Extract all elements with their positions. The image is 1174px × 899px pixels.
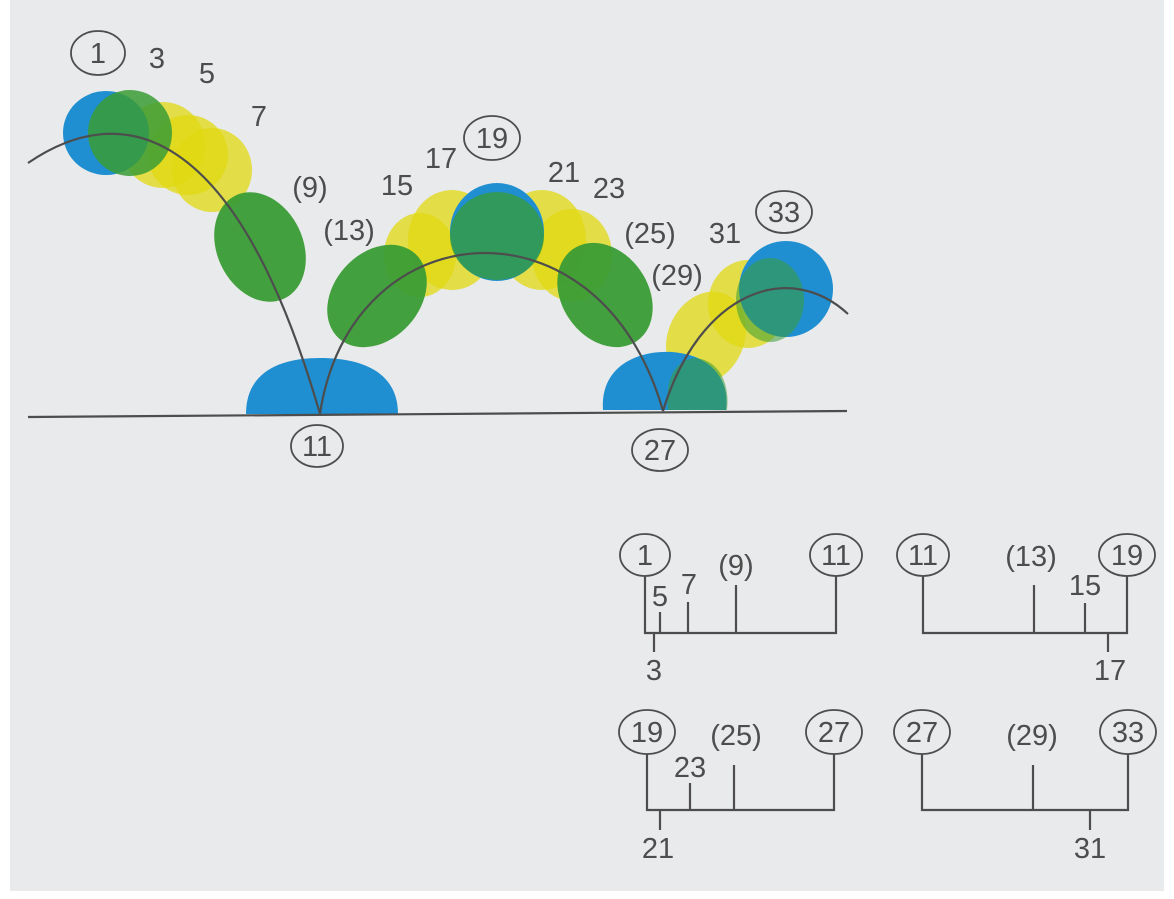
chart-3-left-label: 19 xyxy=(631,717,663,749)
chart-2-bracket xyxy=(921,576,1129,635)
chart-1-tick-7-label: 7 xyxy=(681,569,697,601)
chart-3-tick-23-label: 23 xyxy=(674,752,706,784)
chart-4-left-label: 27 xyxy=(906,717,938,749)
frame-31-label: 31 xyxy=(709,218,741,250)
chart-4-right-label: 33 xyxy=(1112,717,1144,749)
ball-frame-1-key xyxy=(88,90,172,176)
chart-2-tick-13-label: (13) xyxy=(1005,541,1057,573)
chart-1-below-label: 3 xyxy=(646,655,662,687)
timing-chart-1: 1 11 3 5 7 (9) xyxy=(619,533,863,687)
chart-1-right-label: 11 xyxy=(821,540,851,572)
frame-7-label: 7 xyxy=(251,101,267,133)
frame-15-label: 15 xyxy=(381,170,413,202)
timing-chart-4: 27 33 (29) 31 xyxy=(893,709,1157,865)
chart-4-tick-29-label: (29) xyxy=(1006,720,1058,752)
chart-2-left-label: 11 xyxy=(908,540,938,572)
timing-chart-3: 19 27 23 (25) 21 xyxy=(618,709,863,865)
chart-3-below-label: 21 xyxy=(642,833,674,865)
frame-25-label: (25) xyxy=(624,218,676,250)
ball-frame-19-key xyxy=(450,192,544,280)
frame-11-ring xyxy=(290,424,344,468)
chart-4-below-label: 31 xyxy=(1074,833,1106,865)
frame-13-label: (13) xyxy=(323,215,375,247)
chart-1-bracket xyxy=(643,576,838,635)
frame-5-label: 5 xyxy=(199,58,215,90)
chart-2-right-label: 19 xyxy=(1111,540,1143,572)
chart-3-right-label: 27 xyxy=(818,717,850,749)
frame-27-ring xyxy=(631,428,689,472)
arc-2 xyxy=(318,251,665,415)
frame-33-label: 33 xyxy=(768,197,800,229)
timing-chart-2: 11 19 (13) 15 17 xyxy=(896,533,1156,687)
chart-1-tick-9-label: (9) xyxy=(718,550,753,582)
frame-3-label: 3 xyxy=(149,43,165,75)
frame-1-ring xyxy=(70,30,126,76)
chart-3-bracket xyxy=(645,754,836,812)
chart-4-bracket xyxy=(920,754,1130,812)
chart-2-below-label: 17 xyxy=(1094,655,1126,687)
frame-labels: 1 3 5 7 (9) 11 (13) 15 17 19 21 23 (25) … xyxy=(70,30,813,472)
arc-3 xyxy=(661,287,849,412)
frame-11-label: 11 xyxy=(302,431,332,463)
ball-frame-33-key xyxy=(736,258,804,342)
frame-19-ring xyxy=(463,115,521,161)
ball-frame-25 xyxy=(557,242,653,348)
frame-27-label: 27 xyxy=(644,435,676,467)
ball-frame-11 xyxy=(246,358,398,414)
motion-path xyxy=(27,132,849,419)
frame-9-label: (9) xyxy=(292,172,327,204)
ball-frame-7 xyxy=(172,128,252,212)
ground-line xyxy=(27,409,848,419)
frame-23-label: 23 xyxy=(593,173,625,205)
frame-33-ring xyxy=(755,190,813,234)
chart-1-tick-5-label: 5 xyxy=(652,581,668,613)
frame-29-label: (29) xyxy=(651,260,703,292)
arc-1 xyxy=(27,132,322,415)
chart-2-tick-15-label: 15 xyxy=(1069,570,1101,602)
chart-1-left-label: 1 xyxy=(637,540,653,572)
frame-19-label: 19 xyxy=(476,123,508,155)
ball-positions xyxy=(63,90,833,414)
chart-3-tick-25-label: (25) xyxy=(710,720,762,752)
ball-frame-27-key xyxy=(667,358,728,410)
frame-1-label: 1 xyxy=(90,38,106,70)
frame-21-label: 21 xyxy=(548,157,580,189)
frame-17-label: 17 xyxy=(425,143,457,175)
